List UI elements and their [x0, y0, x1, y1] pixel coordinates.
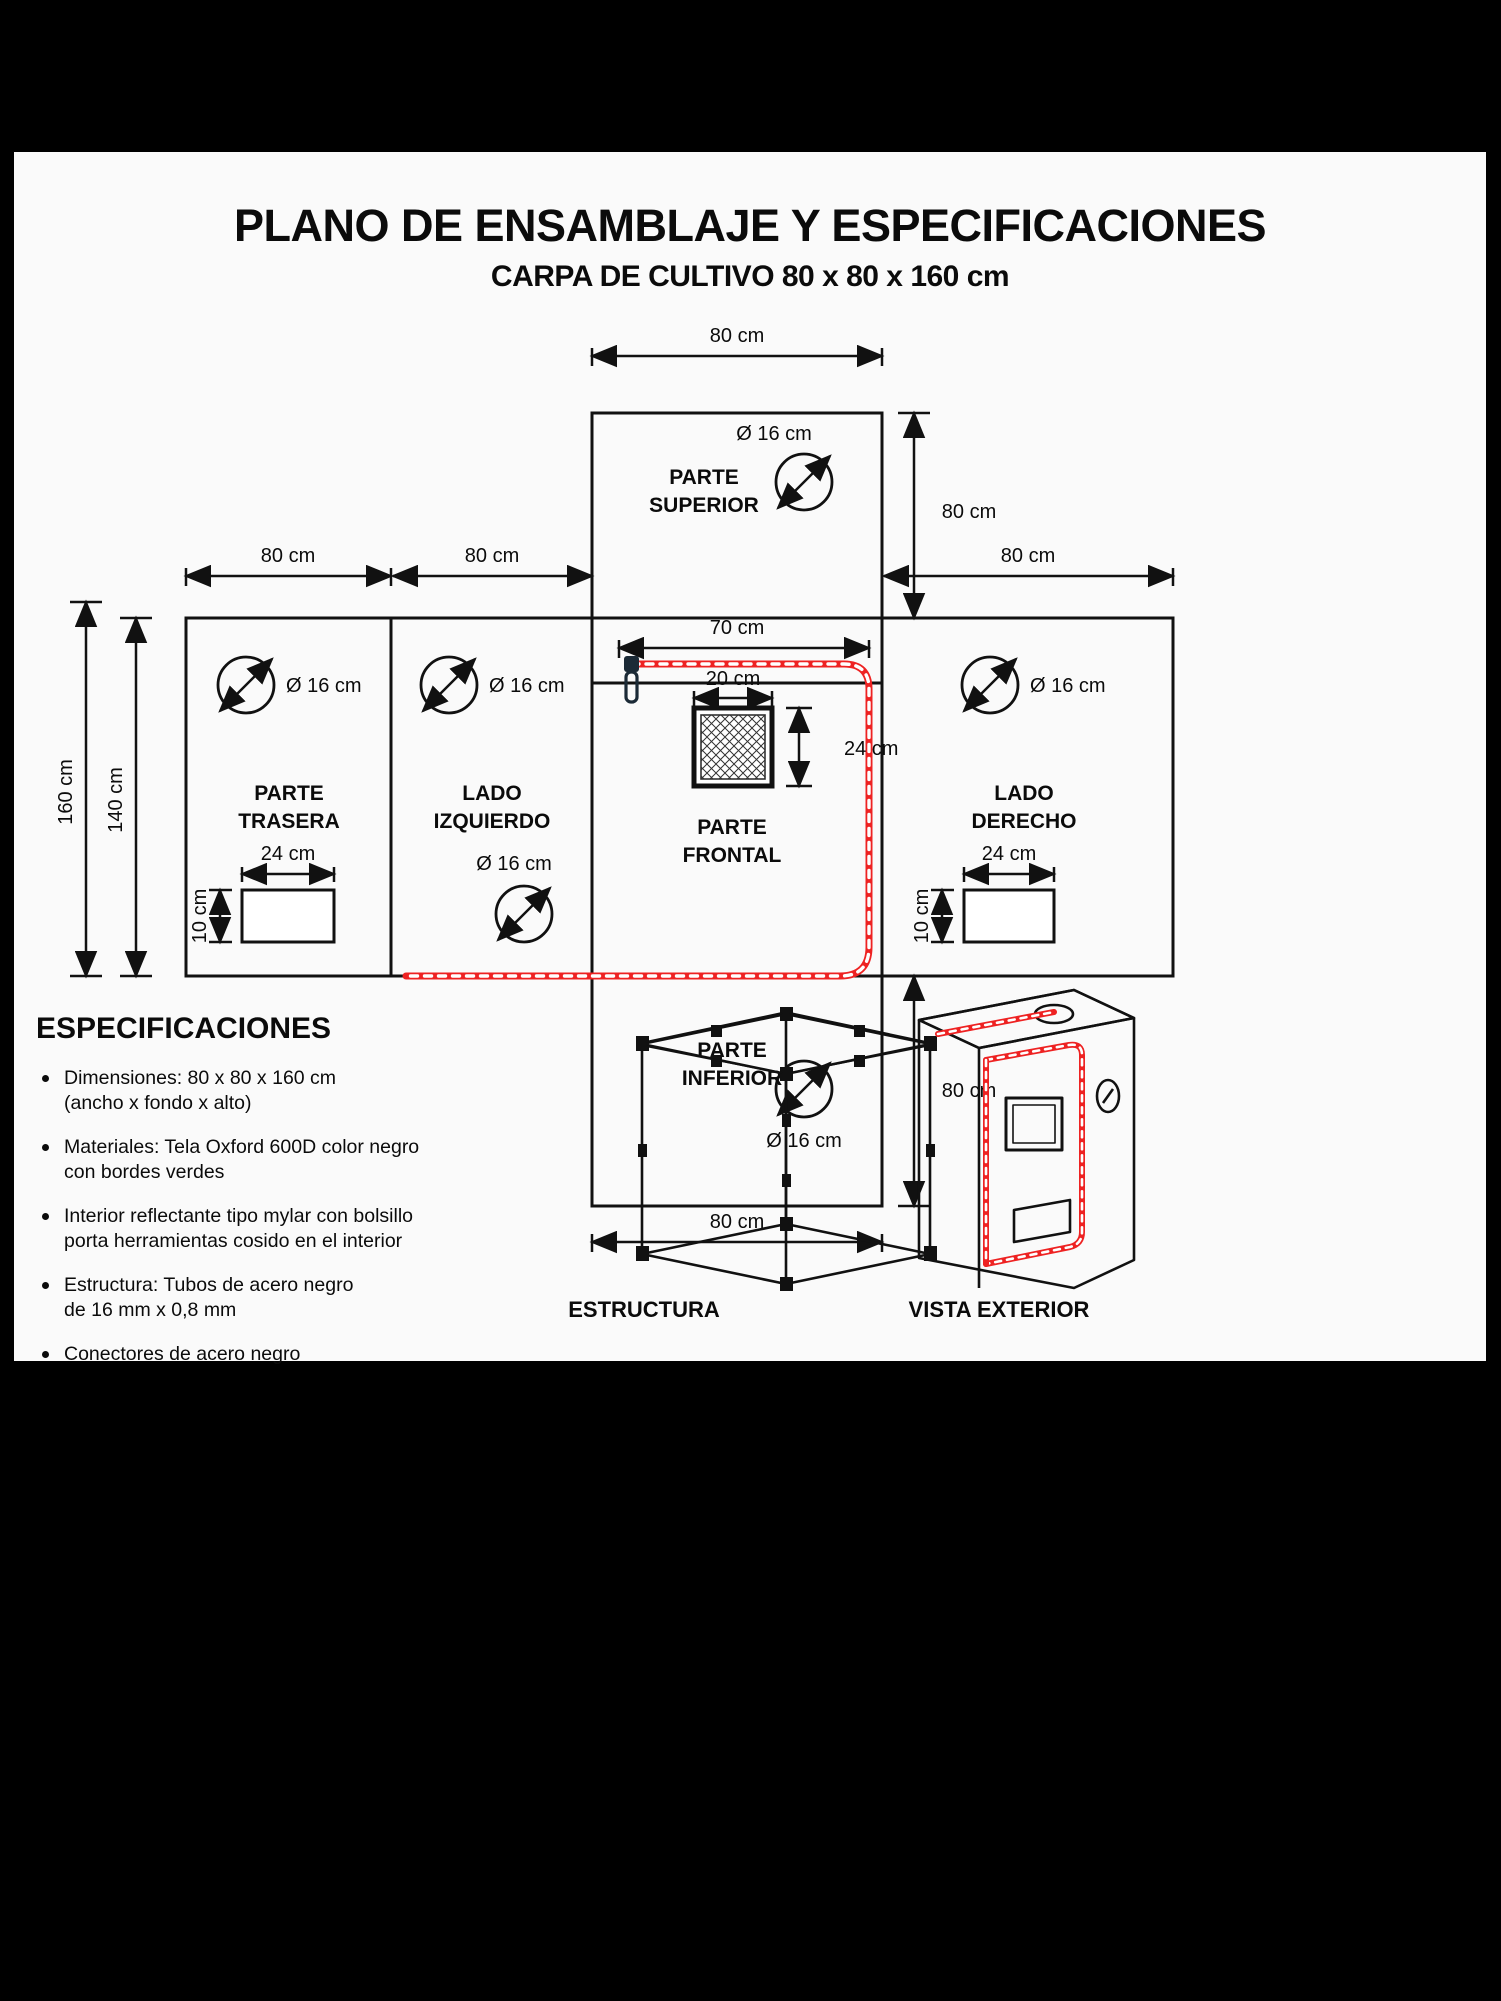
- dim-bottom-width: 80 cm: [710, 1211, 764, 1233]
- dim-window-height: 24 cm: [844, 738, 898, 760]
- hole-label-left-lower: Ø 16 cm: [476, 853, 552, 875]
- mesh-window: [691, 705, 775, 789]
- figure-estructura: [636, 1007, 937, 1291]
- dim-vent-back-height: 10 cm: [189, 889, 211, 943]
- figure-caption-estructura: ESTRUCTURA: [568, 1297, 720, 1322]
- panel-label-left-line1: LADO: [462, 782, 522, 805]
- specifications-heading: ESPECIFICACIONES: [36, 1012, 332, 1045]
- assembly-plan-drawing: PARTE SUPERIOR PARTE TRASERA LADO IZQUIE…: [55, 325, 1176, 1291]
- vent-back-panel: [240, 888, 336, 944]
- dim-zipper-width: 70 cm: [710, 617, 764, 639]
- spec-item: Interior reflectante tipo mylar con bols…: [36, 1204, 476, 1254]
- dim-total-height: 160 cm: [55, 759, 77, 825]
- panel-label-back-line2: TRASERA: [238, 810, 340, 833]
- dim-back-width: 80 cm: [261, 545, 315, 567]
- spec-item: Conectores de acero negro: [36, 1342, 476, 1367]
- hole-label-bottom: Ø 16 cm: [766, 1130, 842, 1152]
- specifications-list: Dimensiones: 80 x 80 x 160 cm (ancho x f…: [36, 1066, 476, 1367]
- hole-label-top: Ø 16 cm: [736, 423, 812, 445]
- panel-label-bottom-line2: INFERIOR: [682, 1067, 782, 1090]
- specifications-section: ESPECIFICACIONES Dimensiones: 80 x 80 x …: [36, 1012, 476, 1386]
- dim-vent-right-height: 10 cm: [911, 889, 933, 943]
- dim-vent-back-width: 24 cm: [261, 843, 315, 865]
- zipper-pull: [624, 656, 639, 704]
- panel-label-front-line2: FRONTAL: [683, 844, 782, 867]
- page-title: PLANO DE ENSAMBLAJE Y ESPECIFICACIONES: [233, 200, 1267, 251]
- spec-item: Materiales: Tela Oxford 600D color negro…: [36, 1135, 476, 1185]
- dim-right-width: 80 cm: [1001, 545, 1055, 567]
- figure-vista-exterior: [917, 988, 1136, 1290]
- hole-label-back: Ø 16 cm: [286, 675, 362, 697]
- figure-caption-vista-exterior: VISTA EXTERIOR: [908, 1297, 1090, 1322]
- dim-vent-right-width: 24 cm: [982, 843, 1036, 865]
- panel-label-top-line2: SUPERIOR: [649, 494, 759, 517]
- spec-item: Estructura: Tubos de acero negro de 16 m…: [36, 1273, 476, 1323]
- hole-label-right: Ø 16 cm: [1030, 675, 1106, 697]
- panel-label-front-line1: PARTE: [697, 816, 767, 839]
- dim-top-width: 80 cm: [710, 325, 764, 347]
- dim-window-width: 20 cm: [706, 668, 760, 690]
- panel-label-top-line1: PARTE: [669, 466, 739, 489]
- panel-label-right-line1: LADO: [994, 782, 1054, 805]
- vent-right-panel: [962, 888, 1056, 944]
- spec-item: Dimensiones: 80 x 80 x 160 cm (ancho x f…: [36, 1066, 476, 1116]
- dim-panel-height: 140 cm: [105, 767, 127, 833]
- dim-bottom-height: 80 cm: [942, 1080, 996, 1102]
- panel-label-right-line2: DERECHO: [971, 810, 1076, 833]
- blueprint-sheet: PLANO DE ENSAMBLAJE Y ESPECIFICACIONES C…: [14, 152, 1486, 1365]
- panel-label-back-line1: PARTE: [254, 782, 324, 805]
- page-subtitle: CARPA DE CULTIVO 80 x 80 x 160 cm: [490, 260, 1010, 293]
- panel-label-left-line2: IZQUIERDO: [434, 810, 551, 833]
- dim-top-height: 80 cm: [942, 501, 996, 523]
- hole-label-left: Ø 16 cm: [489, 675, 565, 697]
- dim-left-width: 80 cm: [465, 545, 519, 567]
